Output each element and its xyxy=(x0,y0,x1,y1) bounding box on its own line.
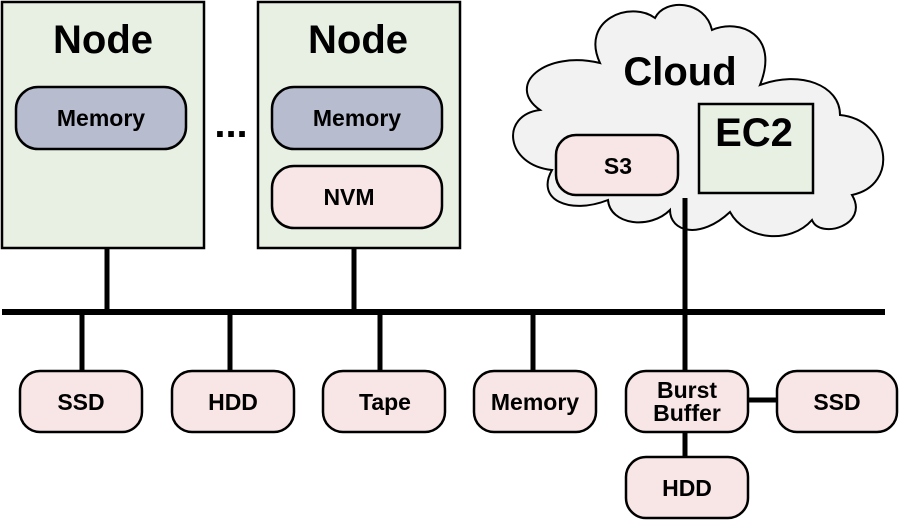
ellipsis: ... xyxy=(214,102,247,146)
bb-ssd-box xyxy=(775,369,899,434)
bus-tape-label: Tape xyxy=(359,389,411,415)
burst-buffer-label-line1: Burst xyxy=(657,377,717,403)
node1-memory-label: Memory xyxy=(57,105,145,131)
bus-memory-label: Memory xyxy=(491,389,579,415)
ec2-box xyxy=(697,102,815,195)
node2-nvm-label: NVM xyxy=(323,184,374,210)
bb-hdd-box xyxy=(624,455,750,520)
cloud-title: Cloud xyxy=(623,50,736,94)
s3-label: S3 xyxy=(604,153,632,179)
node2-memory-label: Memory xyxy=(313,105,401,131)
ec2-label: EC2 xyxy=(715,111,793,155)
bus-hdd-label: HDD xyxy=(208,389,258,415)
burst-buffer-label-line2: Buffer xyxy=(653,400,721,426)
node2-title: Node xyxy=(308,18,408,62)
node1-title: Node xyxy=(53,18,153,62)
burst-buffer-box xyxy=(624,369,750,434)
bus-ssd-label: SSD xyxy=(57,389,104,415)
bus-memory-box xyxy=(472,369,598,434)
bus-ssd-box xyxy=(18,369,144,434)
node2-memory-box xyxy=(270,85,444,151)
bb-ssd-label: SSD xyxy=(813,389,860,415)
bus-hdd-box xyxy=(170,369,296,434)
node2-nvm-box xyxy=(270,164,444,230)
s3-box xyxy=(554,133,680,197)
bb-hdd-label: HDD xyxy=(662,475,712,501)
bus-tape-box xyxy=(321,369,447,434)
node1-memory-box xyxy=(14,85,188,151)
